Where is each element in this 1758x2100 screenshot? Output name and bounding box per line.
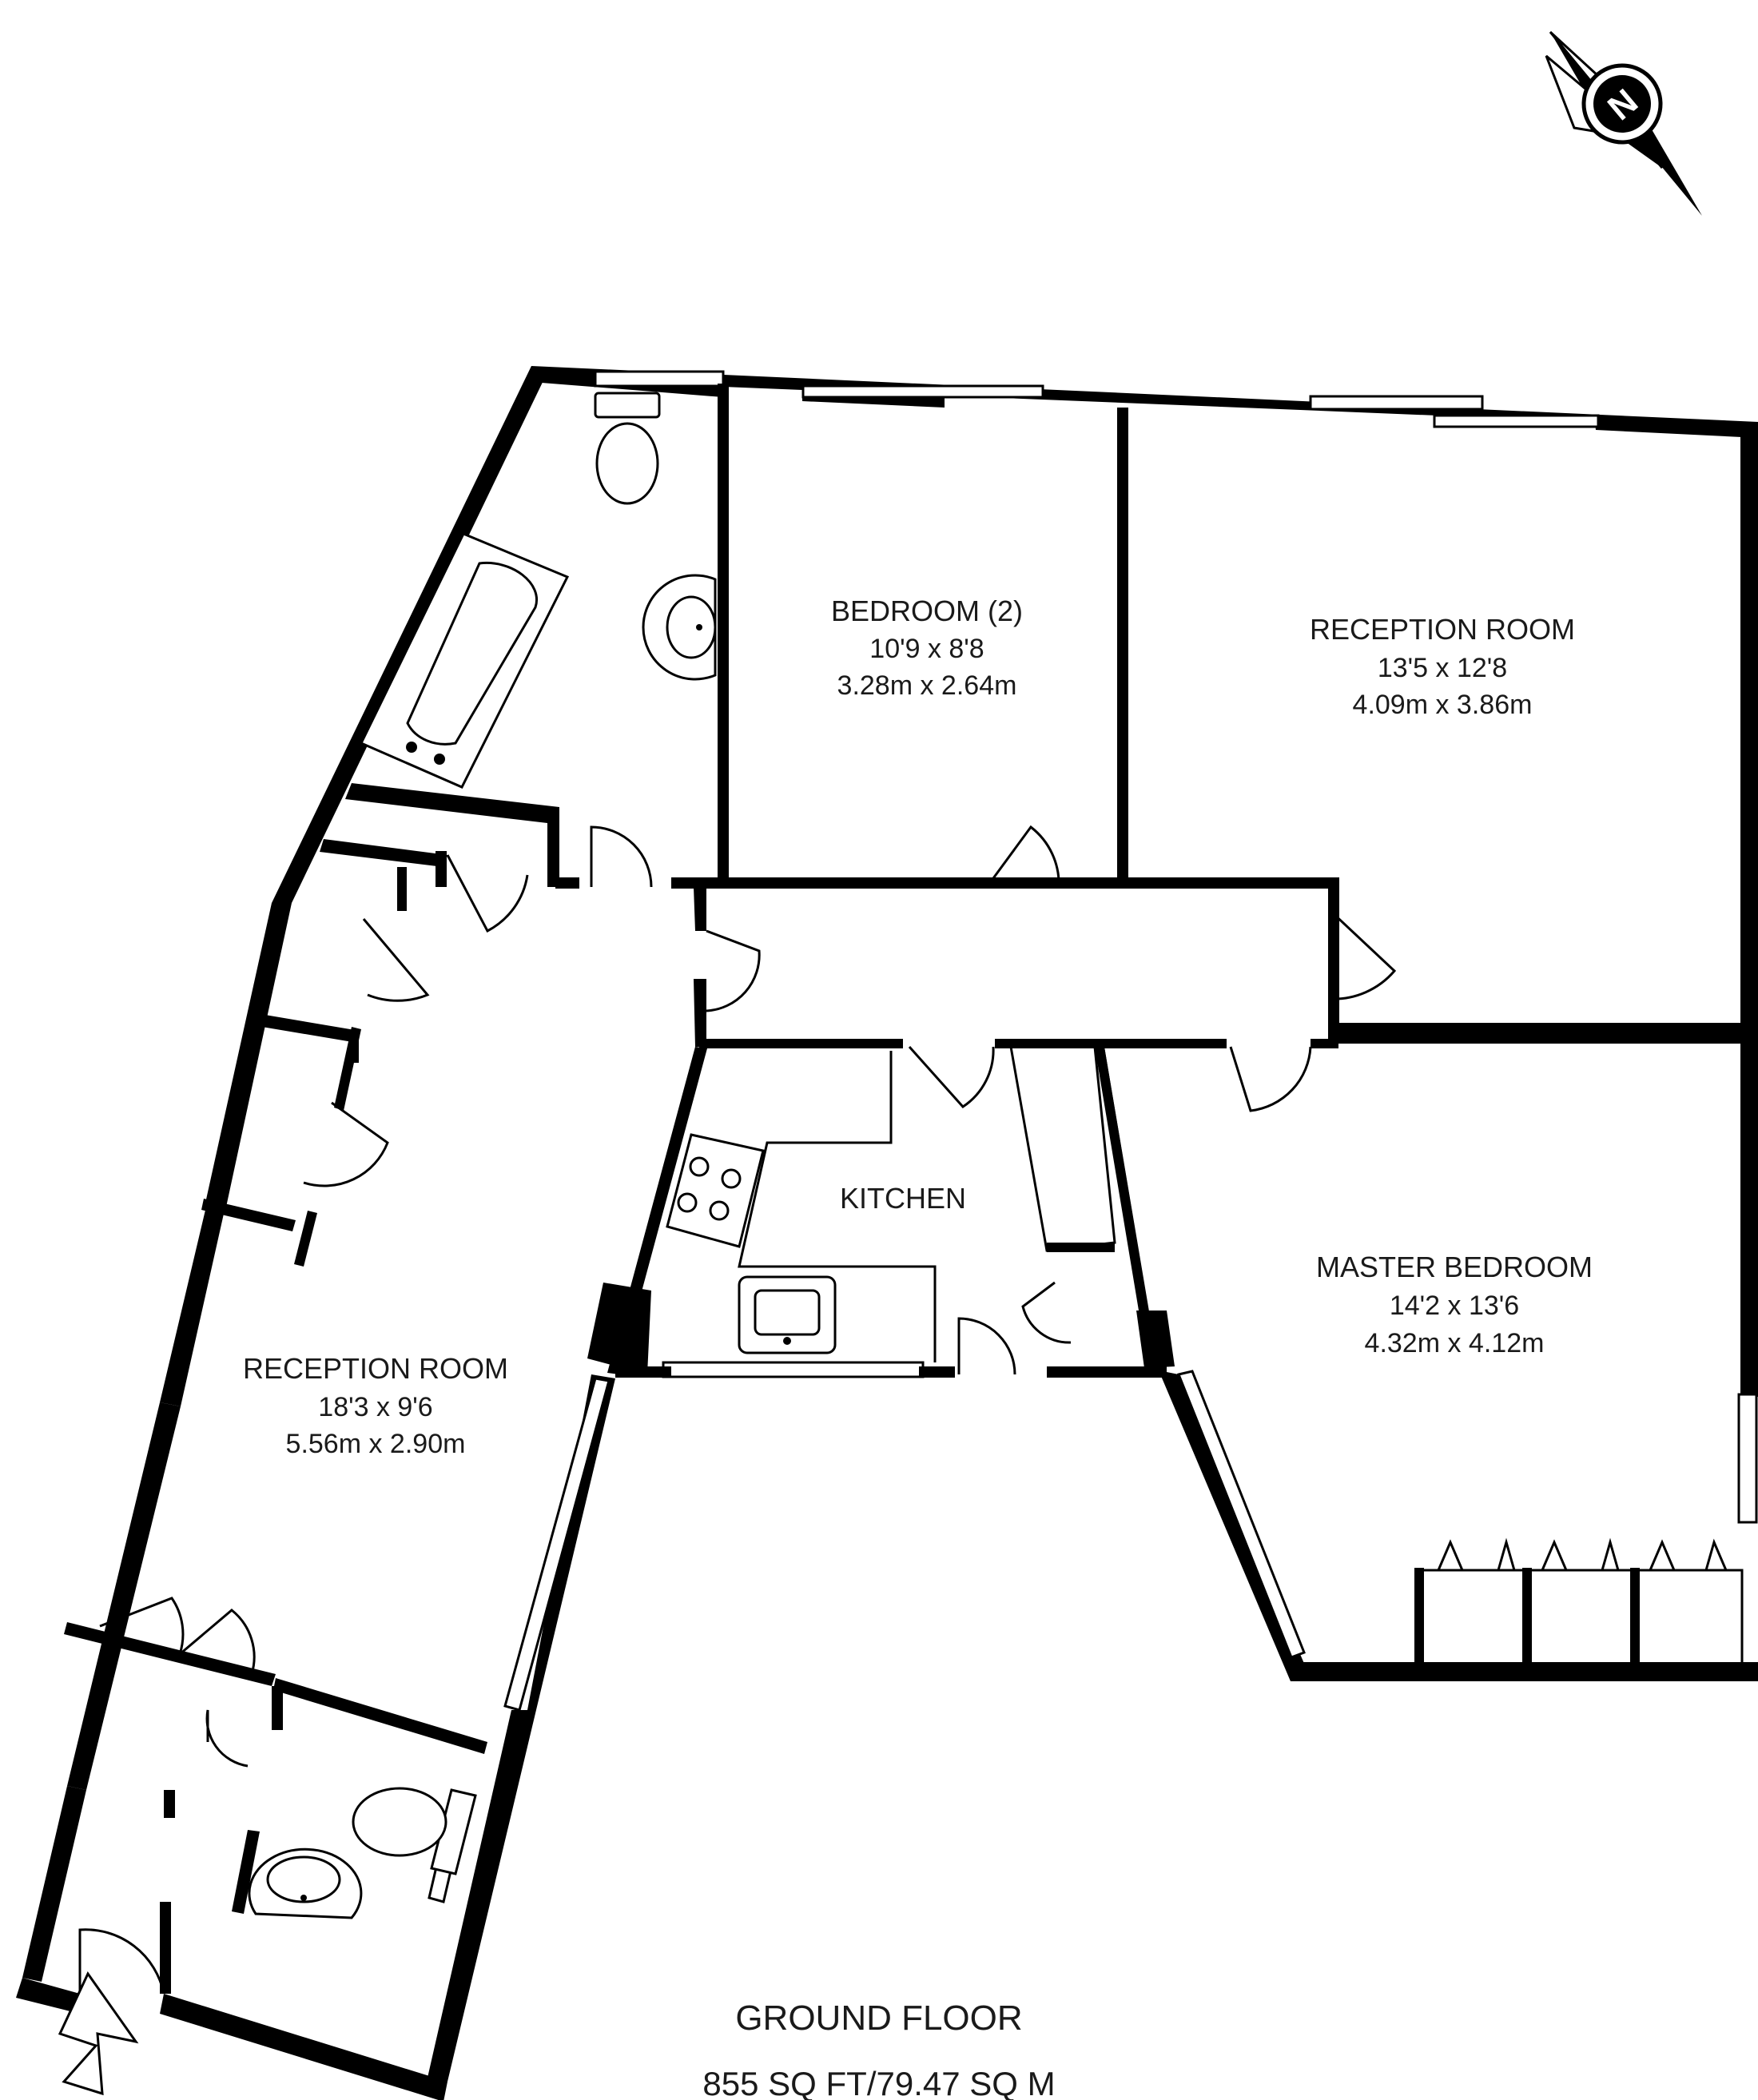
internal-walls (64, 384, 1758, 1994)
room-imperial: 18'3 x 9'6 (318, 1392, 432, 1422)
bathtub-icon (359, 532, 570, 789)
entrance-arrow-icon (58, 1971, 139, 2096)
doors (78, 825, 1397, 1995)
toilet-icon (594, 392, 661, 505)
room-imperial: 13'5 x 12'8 (1378, 653, 1507, 683)
floor-area: 855 SQ FT/79.47 SQ M (702, 2065, 1055, 2100)
floor-name: GROUND FLOOR (735, 1999, 1022, 2038)
room-reception-west: RECEPTION ROOM 18'3 x 9'6 5.56m x 2.90m (243, 1352, 508, 1459)
room-name: BEDROOM (2) (831, 595, 1023, 627)
windows (428, 370, 1758, 1903)
room-imperial: 14'2 x 13'6 (1390, 1291, 1519, 1321)
room-name: MASTER BEDROOM (1316, 1251, 1593, 1283)
kitchen-worktop (738, 1051, 937, 1362)
room-metric: 4.09m x 3.86m (1353, 690, 1533, 720)
outer-walls (16, 366, 1758, 2100)
room-kitchen: KITCHEN (840, 1182, 966, 1215)
room-bedroom-2: BEDROOM (2) 10'9 x 8'8 3.28m x 2.64m (831, 595, 1023, 701)
room-metric: 5.56m x 2.90m (286, 1429, 466, 1459)
room-metric: 4.32m x 4.12m (1365, 1328, 1545, 1358)
basin-icon (642, 574, 717, 681)
room-imperial: 10'9 x 8'8 (869, 634, 984, 664)
sink-icon (738, 1275, 837, 1354)
room-name: RECEPTION ROOM (1310, 613, 1575, 646)
room-master-bedroom: MASTER BEDROOM 14'2 x 13'6 4.32m x 4.12m (1316, 1251, 1593, 1358)
room-name: KITCHEN (840, 1182, 966, 1215)
compass-north-icon: N (1545, 30, 1702, 216)
toilet-icon (352, 1787, 477, 1875)
room-name: RECEPTION ROOM (243, 1352, 508, 1385)
room-reception-north: RECEPTION ROOM 13'5 x 12'8 4.09m x 3.86m (1310, 613, 1575, 720)
basin-icon (248, 1847, 363, 1919)
hob-icon (666, 1133, 765, 1248)
wardrobes (1414, 1537, 1744, 1666)
room-metric: 3.28m x 2.64m (837, 670, 1017, 701)
